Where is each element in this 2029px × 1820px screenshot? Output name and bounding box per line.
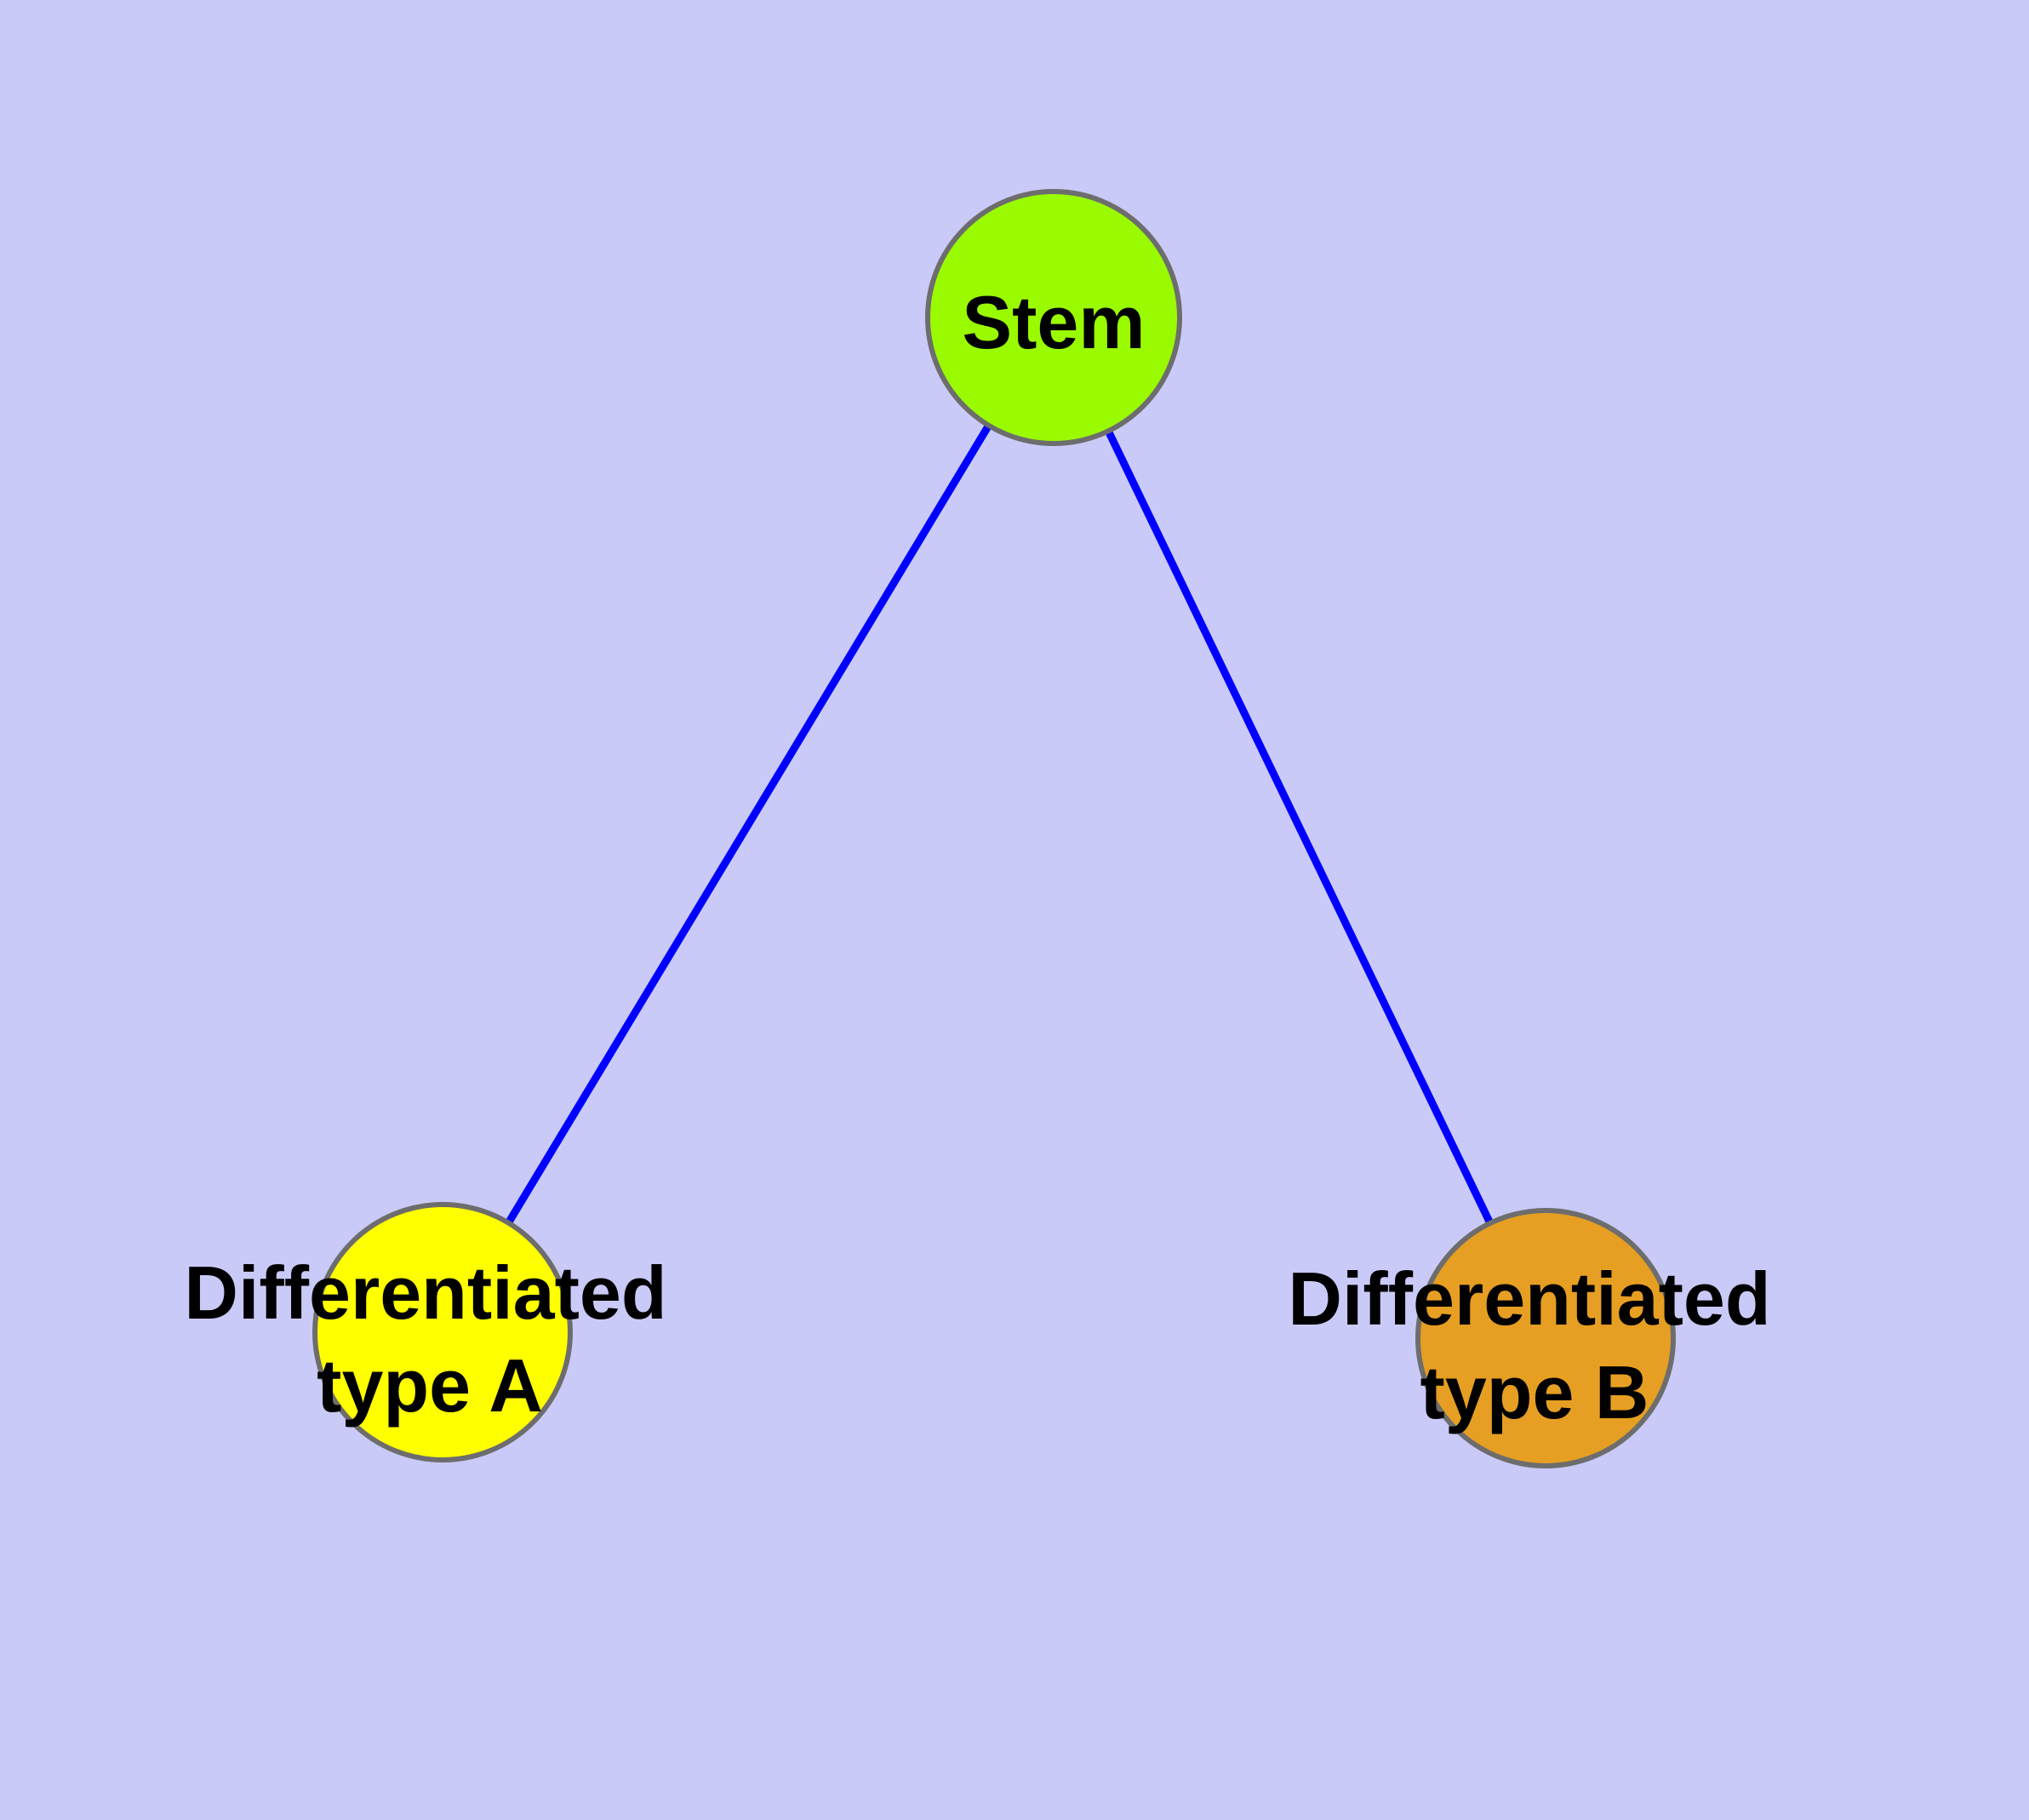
edge-stem-to-type-a: [439, 315, 1057, 1335]
node-stem-label: Stem: [962, 280, 1145, 364]
edge-stem-to-type-b: [1049, 316, 1550, 1340]
node-differentiated-type-a: [312, 1202, 573, 1462]
node-type-b-label-line1: Differentiated: [1288, 1256, 1770, 1341]
node-type-a-label-line2: type A: [317, 1343, 543, 1428]
node-differentiated-type-b: [1415, 1208, 1676, 1468]
node-type-b-label-line2: type B: [1420, 1350, 1649, 1434]
node-stem: [925, 189, 1182, 446]
node-type-a-label-line1: Differentiated: [184, 1251, 666, 1335]
